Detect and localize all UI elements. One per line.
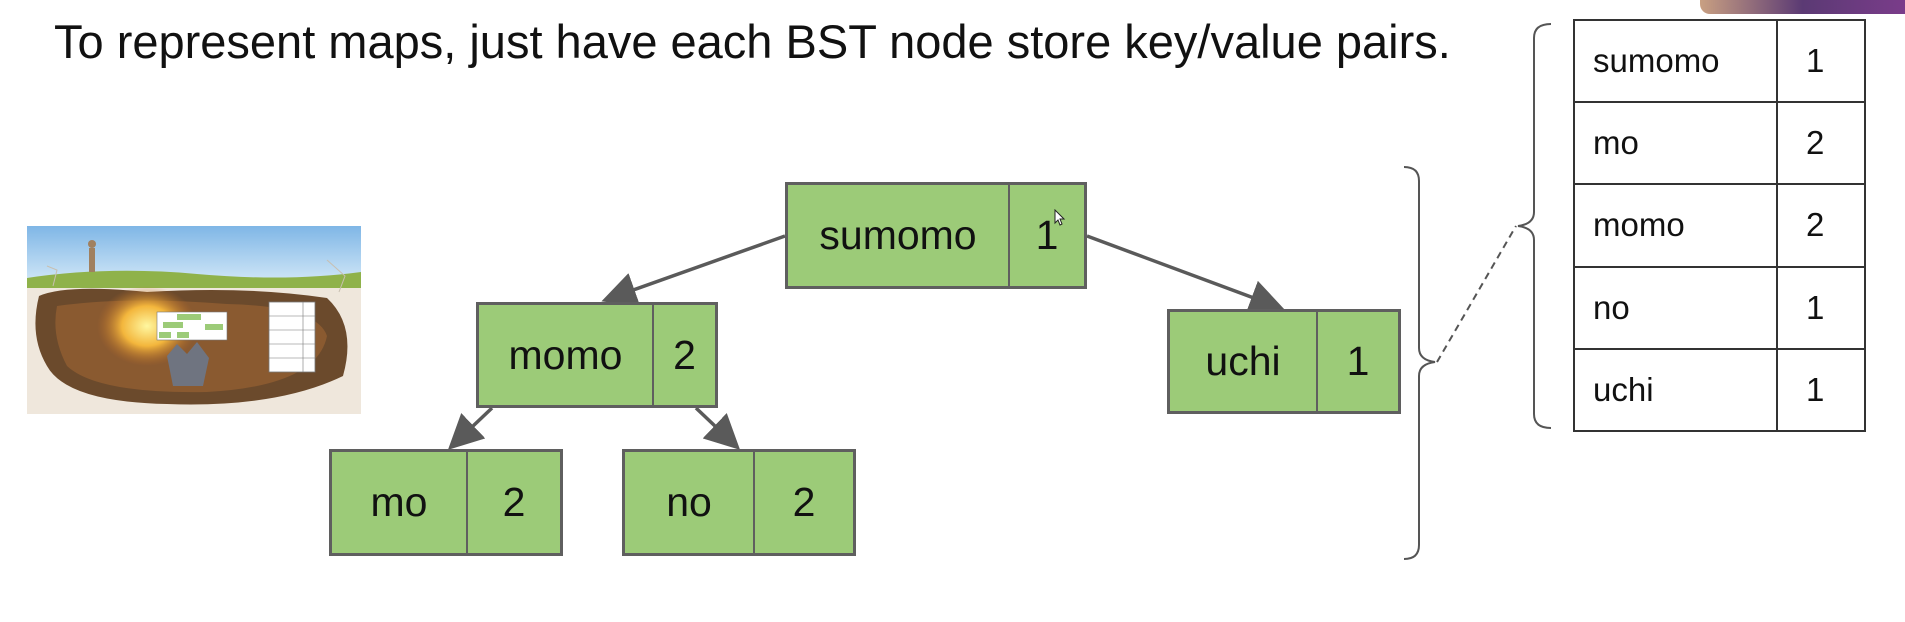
table-value-cell: 1 (1776, 265, 1866, 350)
table-row: uchi 1 (1573, 347, 1866, 433)
tree-node-left-right: no 2 (622, 449, 856, 556)
node-value: 2 (502, 479, 526, 525)
edge-sumomo-momo (601, 234, 786, 307)
tree-node-left: momo 2 (476, 302, 718, 408)
tree-node-left-left: mo 2 (329, 449, 563, 556)
node-value: 2 (673, 331, 696, 378)
table-value-cell: 2 (1776, 101, 1866, 186)
table-row: no 1 (1573, 265, 1866, 350)
edge-momo-no (694, 406, 741, 450)
table-row: momo 2 (1573, 183, 1866, 268)
edge-sumomo-uchi (1086, 234, 1285, 314)
node-key: no (625, 452, 755, 553)
table-row: mo 2 (1573, 101, 1866, 186)
table-value-cell: 2 (1776, 183, 1866, 268)
cursor-icon (1054, 209, 1066, 226)
table-key-cell: no (1573, 265, 1778, 350)
table-brace (1517, 23, 1552, 429)
cave-thumbnail (27, 226, 361, 414)
map-table: sumomo 1 mo 2 momo 2 no 1 uchi 1 (1573, 18, 1866, 433)
slide-title: To represent maps, just have each BST no… (54, 15, 1451, 68)
tree-brace (1403, 166, 1436, 560)
table-key-cell: mo (1573, 101, 1778, 186)
table-key-cell: sumomo (1573, 18, 1778, 104)
table-row: sumomo 1 (1573, 18, 1866, 104)
node-key: mo (332, 452, 468, 553)
table-value-cell: 1 (1776, 347, 1866, 433)
node-value: 1 (1035, 212, 1059, 258)
table-key-cell: momo (1573, 183, 1778, 268)
table-value-cell: 1 (1776, 18, 1866, 104)
tree-node-right: uchi 1 (1167, 309, 1401, 414)
edge-momo-mo (447, 406, 494, 450)
node-key: momo (479, 305, 654, 405)
node-value: 2 (792, 479, 816, 525)
tree-node-root: sumomo 1 (785, 182, 1087, 289)
node-key: uchi (1170, 312, 1318, 411)
node-value: 1 (1346, 338, 1370, 384)
table-key-cell: uchi (1573, 347, 1778, 433)
node-key: sumomo (788, 185, 1010, 286)
webcam-overlay (1700, 0, 1905, 14)
dashed-connector (1436, 225, 1517, 363)
